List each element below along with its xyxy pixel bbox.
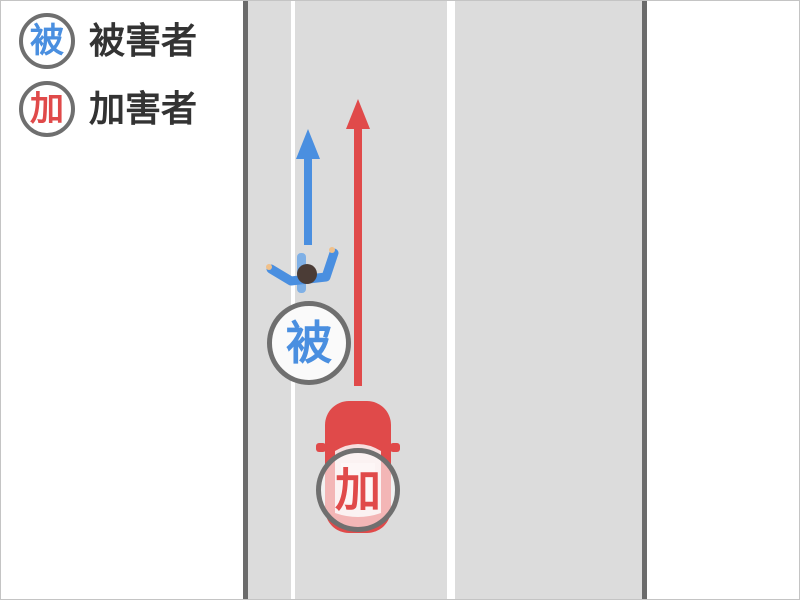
center-line [447,1,455,599]
victim-arrow-icon [296,129,320,245]
pedestrian-icon [266,247,339,293]
victim-label: 被害者 [89,21,198,62]
road-right-edge [642,1,647,599]
side-strip-line [291,1,295,599]
victim-marker: 被 [267,301,351,385]
victim-badge: 被 [19,13,75,69]
perpetrator-label: 加害者 [89,89,198,130]
perpetrator-arrow-icon [346,99,370,386]
perpetrator-badge: 加 [19,81,75,137]
road-left-edge [243,1,248,599]
road [245,1,645,599]
perpetrator-marker: 加 [316,448,400,532]
